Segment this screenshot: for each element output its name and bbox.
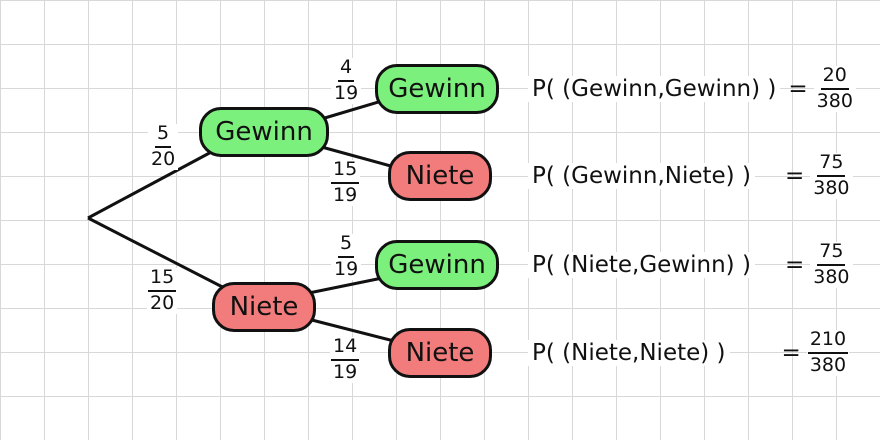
result-equals: = [781, 339, 801, 366]
branch-prob-numerator: 15 [331, 159, 360, 184]
node-label: Niete [229, 292, 299, 322]
result-expression: P( (Niete,Gewinn) ) [528, 251, 755, 278]
result-niete-niete: P( (Niete,Niete) ) = 210 380 [528, 329, 850, 376]
branch-prob-denominator: 19 [334, 257, 359, 280]
result-fraction: 75 380 [810, 241, 853, 288]
branch-prob-denominator: 20 [150, 291, 175, 314]
node-label: Gewinn [388, 250, 486, 280]
result-numerator: 20 [820, 65, 849, 90]
result-gewinn-niete: P( (Gewinn,Niete) ) = 75 380 [528, 152, 853, 199]
branch-prob-gewinn-gewinn: 4 19 [331, 57, 362, 104]
result-equals: = [784, 251, 805, 278]
result-equals: = [784, 162, 805, 189]
result-denominator: 380 [809, 353, 847, 376]
branch-prob-numerator: 4 [338, 57, 355, 82]
branch-prob-niete: 15 20 [147, 267, 178, 314]
node-niete: Niete [212, 282, 316, 332]
branch-prob-niete-gewinn: 5 19 [331, 233, 362, 280]
result-numerator: 210 [807, 329, 849, 354]
branch-prob-gewinn-niete: 15 19 [330, 159, 361, 206]
result-gewinn-gewinn: P( (Gewinn,Gewinn) ) = 20 380 [528, 65, 856, 112]
branch-prob-niete-niete: 14 19 [330, 336, 361, 383]
result-denominator: 380 [813, 176, 850, 199]
result-numerator: 75 [817, 152, 846, 177]
node-gewinn: Gewinn [199, 107, 329, 157]
branch-prob-numerator: 5 [155, 123, 172, 148]
node-label: Gewinn [388, 74, 486, 104]
result-denominator: 380 [816, 89, 853, 112]
branch-prob-numerator: 15 [148, 267, 177, 292]
result-equals: = [788, 75, 808, 102]
branch-prob-numerator: 14 [331, 336, 360, 361]
branch-prob-denominator: 19 [333, 183, 358, 206]
branch-prob-denominator: 19 [333, 360, 358, 383]
node-gewinn-niete: Niete [388, 151, 492, 201]
edge-root-gewinn [87, 140, 231, 220]
branch-prob-gewinn: 5 20 [148, 123, 179, 170]
node-label: Niete [405, 338, 475, 368]
result-fraction: 210 380 [806, 329, 850, 376]
node-label: Niete [405, 161, 475, 191]
result-fraction: 75 380 [810, 152, 853, 199]
result-denominator: 380 [813, 265, 850, 288]
branch-prob-denominator: 19 [334, 81, 359, 104]
result-fraction: 20 380 [813, 65, 856, 112]
node-label: Gewinn [215, 117, 313, 147]
branch-prob-numerator: 5 [338, 233, 355, 258]
node-niete-niete: Niete [388, 328, 492, 378]
result-niete-gewinn: P( (Niete,Gewinn) ) = 75 380 [528, 241, 853, 288]
result-expression: P( (Gewinn,Niete) ) [528, 162, 755, 189]
node-gewinn-gewinn: Gewinn [375, 64, 499, 114]
result-expression: P( (Gewinn,Gewinn) ) [528, 75, 781, 102]
branch-prob-denominator: 20 [151, 147, 176, 170]
edge-gewinn-niete [317, 144, 399, 170]
result-expression: P( (Niete,Niete) ) [528, 339, 730, 366]
node-niete-gewinn: Gewinn [375, 240, 499, 290]
result-numerator: 75 [817, 241, 846, 266]
edge-root-niete [87, 216, 241, 298]
edge-niete-niete [303, 316, 399, 344]
